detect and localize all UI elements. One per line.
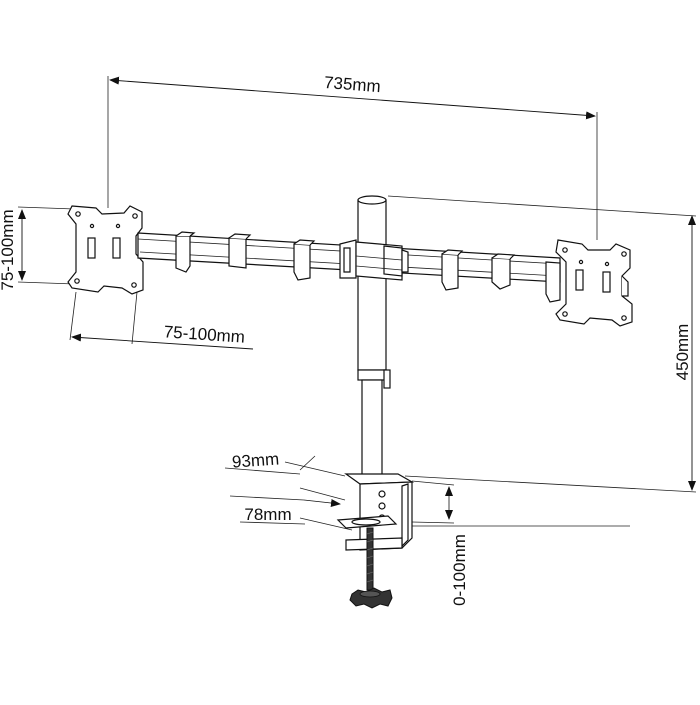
clamp-depth-label: 93mm — [231, 449, 279, 471]
arm-joint-4 — [441, 249, 464, 291]
dimension-desk-range: 0-100mm — [410, 480, 630, 606]
clamp-screw — [366, 527, 374, 591]
clamp-knob — [349, 587, 393, 609]
vesa-plate-right — [555, 239, 633, 327]
arm-joint-2 — [228, 233, 252, 269]
clamp-inner-label: 78mm — [244, 505, 291, 524]
arm-joint-1 — [175, 231, 196, 273]
dimension-clamp-inner: 78mm — [229, 487, 353, 531]
dimension-vesa-width: 75-100mm — [69, 291, 254, 350]
center-pole — [357, 195, 391, 479]
vesa-plate-left — [67, 205, 144, 295]
total-width-label: 735mm — [323, 73, 381, 96]
dimension-clamp-depth: 93mm — [224, 449, 346, 477]
arm-joint-3 — [293, 239, 316, 281]
desk-clamp — [336, 473, 415, 551]
pole-height-label: 450mm — [673, 324, 692, 381]
dimension-total-width: 735mm — [107, 73, 598, 240]
vesa-height-label: 75-100mm — [0, 209, 17, 290]
center-mount-bracket — [339, 239, 409, 281]
dimension-pole-height: 450mm — [387, 195, 697, 493]
dimension-vesa-height: 75-100mm — [0, 206, 76, 291]
desk-range-label: 0-100mm — [450, 534, 469, 606]
vesa-width-label: 75-100mm — [163, 322, 245, 346]
arm-joint-5 — [491, 253, 516, 290]
arm-joint-6 — [545, 261, 561, 303]
